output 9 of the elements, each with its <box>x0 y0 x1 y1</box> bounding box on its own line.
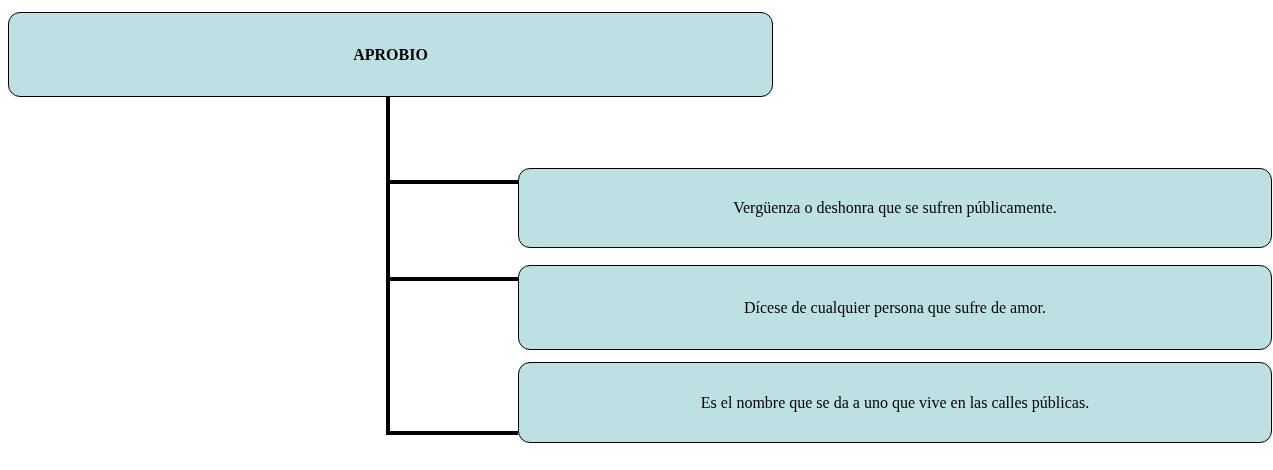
definition-box <box>518 265 1272 350</box>
definition-text: Vergüenza o deshonra que se sufren públicamente. <box>732 199 1058 217</box>
definition-box <box>518 168 1272 248</box>
definition-text: Es el nombre que se da a uno que vive en las calles públicas. <box>699 393 1091 412</box>
definition-box <box>518 362 1272 443</box>
definition-text: Dícese de cualquier persona que sufre de amor. <box>742 298 1048 317</box>
title-text: APROBIO <box>352 45 429 64</box>
title-box <box>8 12 773 97</box>
connector-line <box>386 97 518 435</box>
